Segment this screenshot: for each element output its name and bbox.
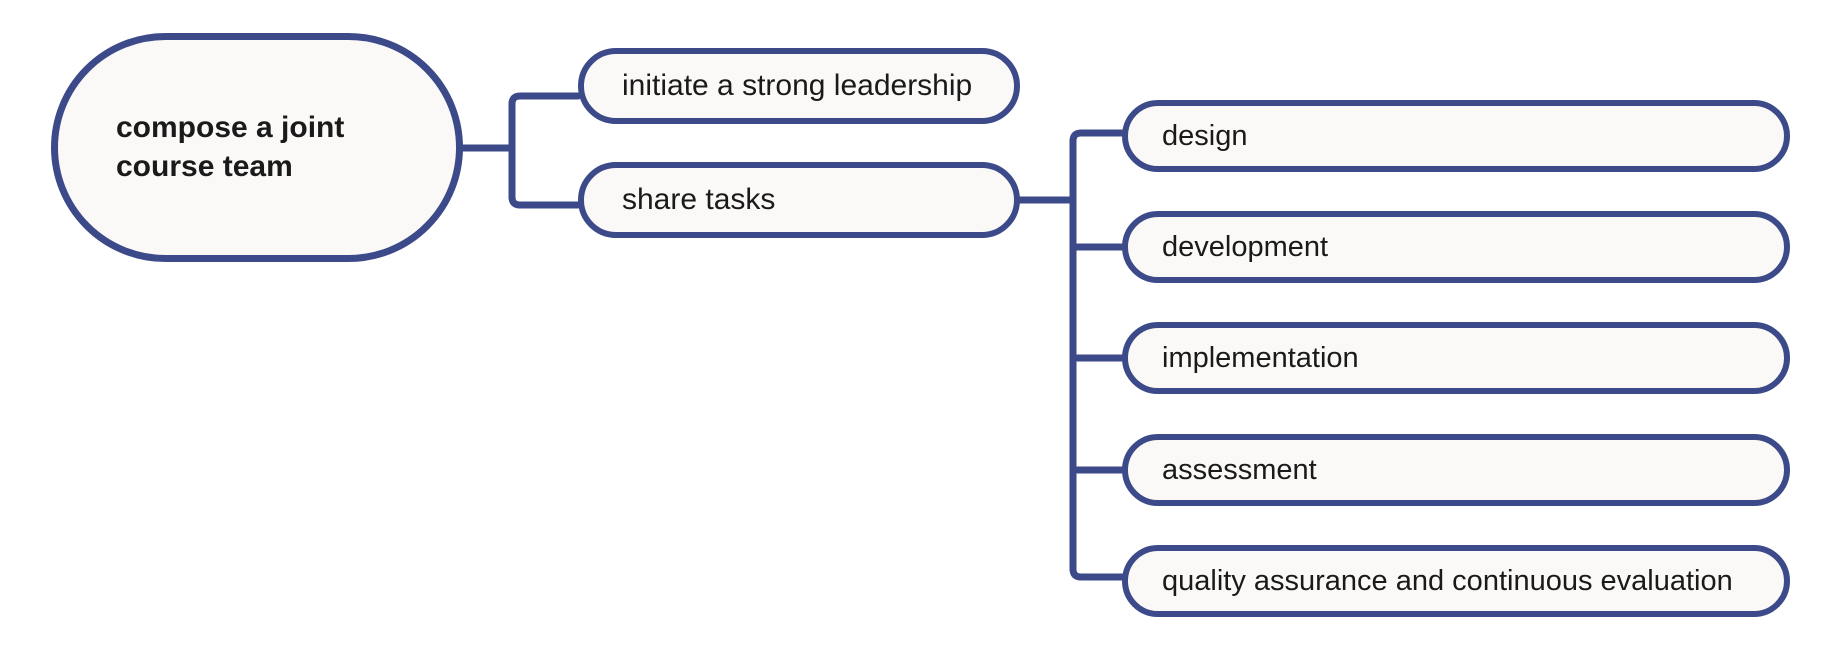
node-initiate-a-strong-leadership[interactable]: initiate a strong leadership: [578, 48, 1020, 124]
node-label: development: [1162, 230, 1329, 263]
node-development[interactable]: development: [1122, 211, 1790, 283]
link-branch-to-share: [508, 193, 582, 209]
node-root[interactable]: compose a joint course team: [51, 33, 463, 262]
node-share-tasks[interactable]: share tasks: [578, 162, 1020, 238]
link-branch-to-initiate: [508, 92, 582, 108]
node-quality-assurance-and-continuous-evaluation[interactable]: quality assurance and continuous evaluat…: [1122, 545, 1790, 617]
node-label: quality assurance and continuous evaluat…: [1162, 564, 1733, 597]
node-label: share tasks: [622, 183, 776, 216]
node-design[interactable]: design: [1122, 100, 1790, 172]
node-label: implementation: [1162, 341, 1359, 374]
node-label: design: [1162, 119, 1248, 152]
node-label: initiate a strong leadership: [622, 69, 973, 102]
node-assessment[interactable]: assessment: [1122, 434, 1790, 506]
link-branch3-to-quality: [1069, 565, 1126, 581]
node-root-label: compose a joint course team: [116, 111, 345, 183]
node-implementation[interactable]: implementation: [1122, 322, 1790, 394]
link-branch3-to-design: [1069, 129, 1126, 145]
node-label: assessment: [1162, 453, 1317, 486]
